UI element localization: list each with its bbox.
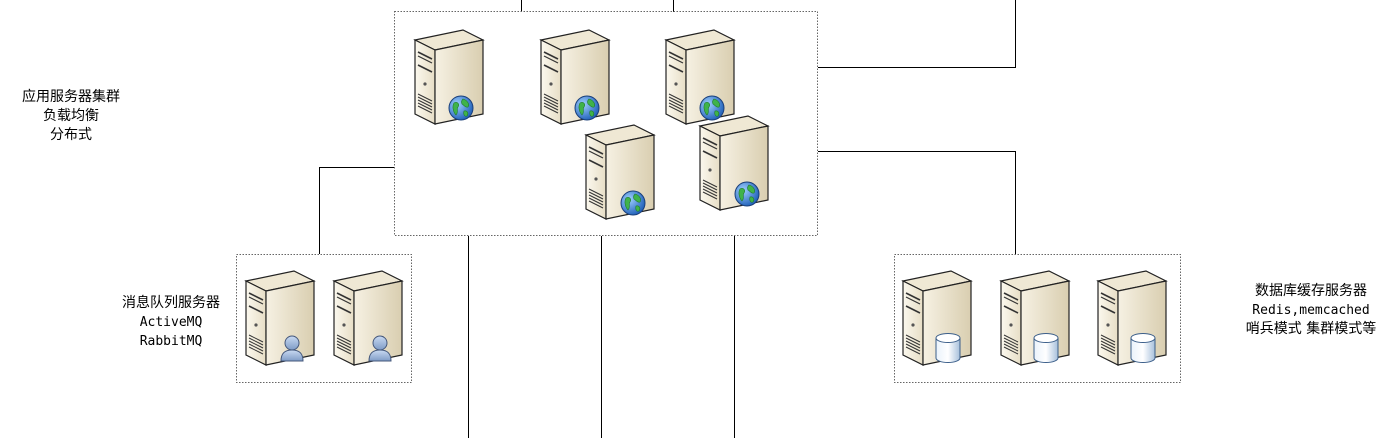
connector-to-message-queue [320, 168, 395, 255]
connector-top-right [818, 0, 1016, 68]
db-cache-line-3: 哨兵模式 集群模式等 [1230, 320, 1392, 339]
connector-to-db-cache [818, 152, 1016, 255]
database-cylinder-icon [1131, 334, 1155, 363]
db-cache-line-2: Redis,memcached [1230, 301, 1392, 320]
db-cache-label: 数据库缓存服务器 Redis,memcached 哨兵模式 集群模式等 [1230, 282, 1392, 339]
app-cluster-line-2: 负载均衡 [10, 107, 132, 126]
app-server [415, 30, 483, 124]
message-queue-label: 消息队列服务器 ActiveMQ RabbitMQ [108, 294, 234, 351]
globe-icon [449, 96, 473, 120]
db-server [903, 271, 971, 365]
db-server [1001, 271, 1069, 365]
mq-server [334, 271, 402, 365]
globe-icon [735, 182, 759, 206]
db-server [1098, 271, 1166, 365]
message-queue-line-3: RabbitMQ [108, 332, 234, 351]
app-server [586, 125, 654, 219]
globe-icon [700, 96, 724, 120]
database-cylinder-icon [936, 334, 960, 363]
app-cluster-label: 应用服务器集群 负载均衡 分布式 [10, 88, 132, 145]
message-queue-line-2: ActiveMQ [108, 313, 234, 332]
app-cluster-line-3: 分布式 [10, 126, 132, 145]
mq-server [246, 271, 314, 365]
globe-icon [621, 191, 645, 215]
app-cluster-title: 应用服务器集群 [10, 88, 132, 107]
database-cylinder-icon [1034, 334, 1058, 363]
app-server [541, 30, 609, 124]
message-queue-title: 消息队列服务器 [108, 294, 234, 313]
globe-icon [575, 96, 599, 120]
app-server [666, 30, 734, 124]
app-server [700, 116, 768, 210]
db-cache-title: 数据库缓存服务器 [1230, 282, 1392, 301]
